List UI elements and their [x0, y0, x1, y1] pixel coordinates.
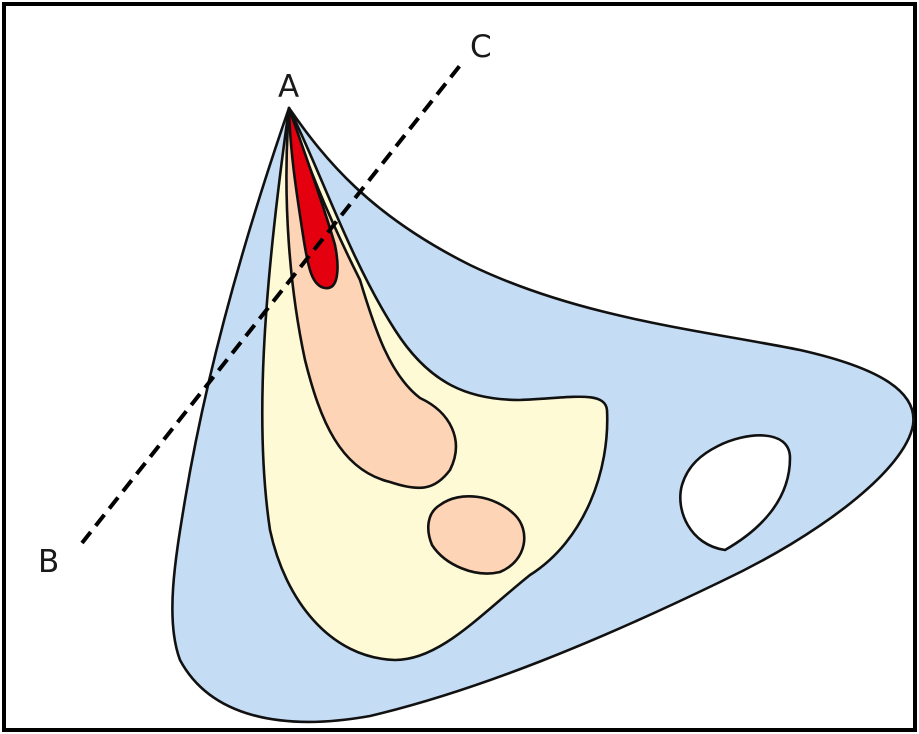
cross-section-line [80, 61, 464, 545]
label-a: A [278, 69, 299, 105]
inner-zone-patch [426, 494, 526, 575]
label-b: B [38, 544, 59, 580]
inner-zone [285, 106, 458, 490]
core-zone [287, 106, 339, 290]
label-c: C [470, 29, 492, 65]
